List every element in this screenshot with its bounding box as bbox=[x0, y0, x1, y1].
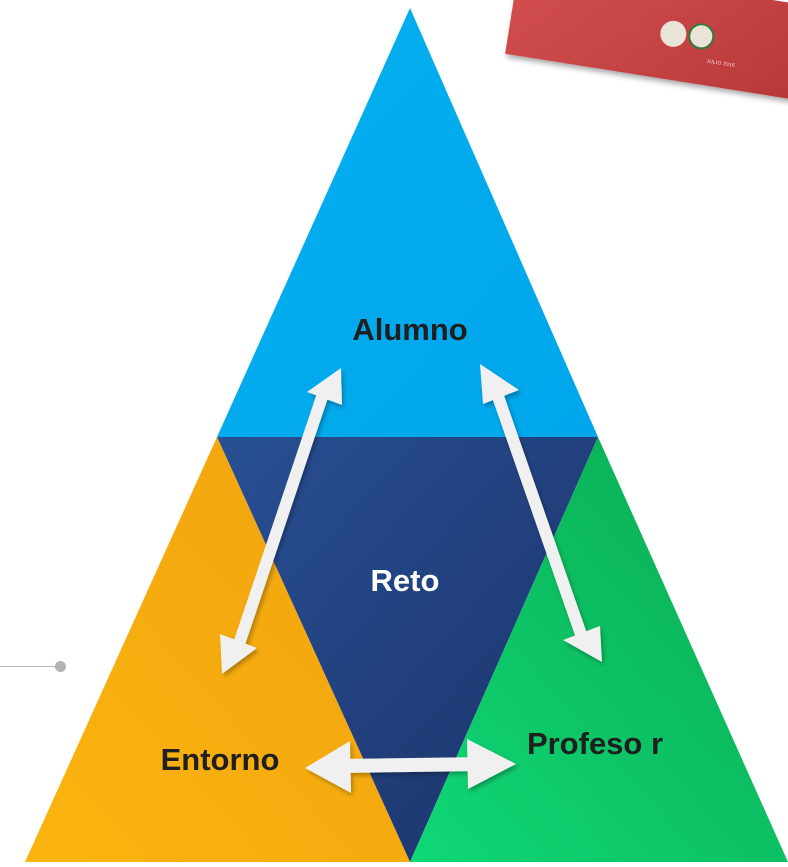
node-alumno-triangle bbox=[217, 8, 598, 437]
arrow-alumno-profesor bbox=[480, 364, 602, 662]
node-reto-triangle bbox=[217, 437, 598, 862]
node-entorno-triangle bbox=[25, 437, 410, 862]
label-alumno: Alumno bbox=[352, 312, 468, 347]
arrow-alumno-entorno bbox=[220, 368, 342, 674]
arrow-group bbox=[220, 364, 602, 793]
connector-line bbox=[0, 666, 64, 667]
connector-dot bbox=[55, 661, 66, 672]
label-profesor: Profeso r bbox=[526, 726, 664, 761]
label-reto: Reto bbox=[370, 563, 440, 598]
label-entorno: Entorno bbox=[160, 742, 280, 777]
arrow-entorno-profesor bbox=[305, 739, 516, 793]
